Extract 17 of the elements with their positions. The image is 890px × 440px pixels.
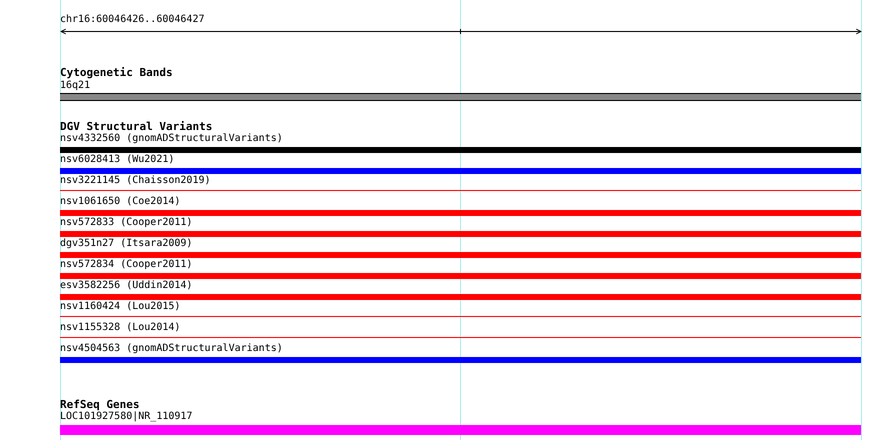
variant-label: nsv4332560 (gnomADStructuralVariants) [60, 133, 283, 145]
variant-label: nsv1155328 (Lou2014) [60, 322, 180, 334]
track-title: Cytogenetic Bands [60, 67, 173, 79]
variant-label: nsv4504563 (gnomADStructuralVariants) [60, 343, 283, 355]
track-title: DGV Structural Variants [60, 121, 212, 133]
variant-label: nsv3221145 (Chaisson2019) [60, 175, 211, 187]
coordinate-label: chr16:60046426..60046427 [60, 14, 204, 26]
band-label: 16q21 [60, 80, 90, 92]
variant-label: nsv1160424 (Lou2015) [60, 301, 180, 313]
track-title: RefSeq Genes [60, 399, 140, 411]
variant-label: nsv6028413 (Wu2021) [60, 154, 174, 166]
variant-label: nsv1061650 (Coe2014) [60, 196, 180, 208]
variant-label: dgv351n27 (Itsara2009) [60, 238, 192, 250]
variant-label: esv3582256 (Uddin2014) [60, 280, 192, 292]
gene-label: LOC101927580|NR_110917 [60, 411, 192, 423]
variant-label: nsv572834 (Cooper2011) [60, 259, 192, 271]
variant-label: nsv572833 (Cooper2011) [60, 217, 192, 229]
